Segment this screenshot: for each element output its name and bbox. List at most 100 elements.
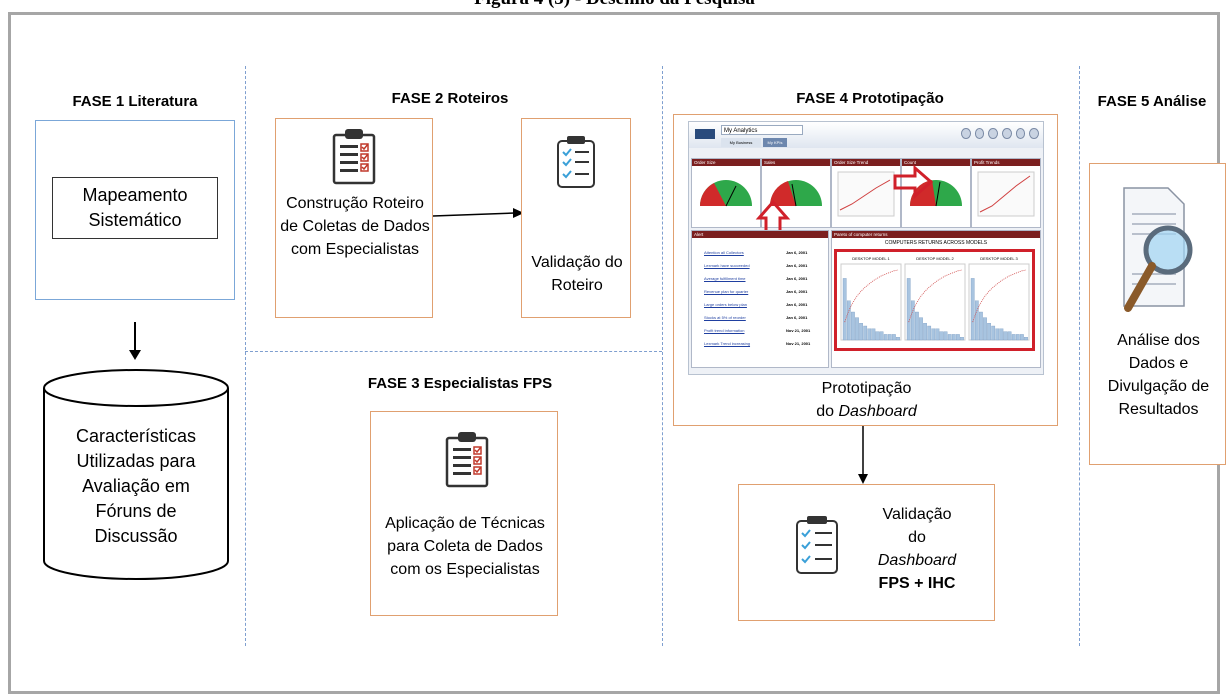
prototipacao-label-2: do Dashboard bbox=[674, 400, 1059, 423]
toolbar-icon[interactable] bbox=[1002, 128, 1012, 139]
pareto-bar bbox=[939, 331, 944, 341]
analise-box: Análise dos Dados e Divulgação de Result… bbox=[1089, 163, 1226, 465]
pareto-bar bbox=[951, 334, 956, 341]
pareto-bar bbox=[1020, 334, 1024, 341]
panel-title: Count bbox=[902, 159, 970, 166]
divider-2 bbox=[662, 66, 663, 646]
alert-title: Alert bbox=[692, 231, 828, 238]
logo-icon bbox=[695, 129, 715, 139]
alert-subject[interactable]: Stocks at 5% of reorder bbox=[704, 315, 746, 320]
alert-subject[interactable]: Large orders below plan bbox=[704, 302, 747, 307]
model-label: DESKTOP MODEL 3 bbox=[980, 256, 1018, 261]
prototipacao-label-2b: Dashboard bbox=[838, 403, 917, 420]
validacao-dashboard-l4: FPS + IHC bbox=[878, 575, 956, 592]
analise-label: Análise dos Dados e Divulgação de Result… bbox=[1107, 332, 1210, 418]
pareto-bar bbox=[875, 331, 880, 341]
phase1-title: FASE 1 Literatura bbox=[72, 93, 198, 110]
pareto-bar bbox=[887, 334, 892, 341]
pareto-bar bbox=[842, 278, 847, 341]
phase2-title: FASE 2 Roteiros bbox=[391, 90, 509, 107]
pareto-bar bbox=[923, 323, 927, 341]
divider-1 bbox=[245, 66, 246, 646]
clipboard-checklist-icon bbox=[445, 432, 489, 488]
toolbar-icon[interactable] bbox=[1029, 128, 1040, 139]
alert-row[interactable]: Stocks at 5% of reorder Jan 6, 2001 bbox=[694, 315, 826, 328]
pareto-bar bbox=[999, 328, 1004, 341]
model-plot-area bbox=[840, 263, 902, 341]
alert-date: Jan 6, 2001 bbox=[786, 276, 808, 281]
phase4-title: FASE 4 Prototipação bbox=[796, 90, 944, 107]
pareto-bar bbox=[896, 337, 900, 341]
toolbar-icon[interactable] bbox=[988, 128, 999, 139]
model-plot-area bbox=[968, 263, 1030, 341]
trend-chart-icon bbox=[837, 171, 895, 217]
alert-subject[interactable]: Lexmark Trend increasing bbox=[704, 341, 751, 346]
pareto-bar bbox=[910, 300, 915, 341]
alert-date: Jan 6, 2001 bbox=[786, 263, 808, 268]
caracteristicas-label: Características Utilizadas para Avaliaçã… bbox=[75, 426, 197, 546]
dashboard-screenshot: My Analytics My Business My KPIs Order S… bbox=[688, 121, 1044, 375]
alert-row[interactable]: Large orders below plan Jan 6, 2001 bbox=[694, 302, 826, 315]
alert-subject[interactable]: Lexmark have succeeded bbox=[704, 263, 750, 268]
alert-row[interactable]: Revenue plan for quarter Jan 6, 2001 bbox=[694, 289, 826, 302]
toolbar-icon[interactable] bbox=[1015, 128, 1026, 139]
panel-sales: Sales bbox=[761, 158, 831, 228]
pareto-bar bbox=[943, 331, 948, 341]
alert-date: Jan 6, 2001 bbox=[786, 315, 808, 320]
trend-chart-icon bbox=[977, 171, 1035, 217]
checklist-icon bbox=[796, 516, 838, 574]
alert-date: Jan 6, 2001 bbox=[786, 302, 808, 307]
aplicacao-label: Aplicação de Técnicas para Coleta de Dad… bbox=[385, 515, 545, 578]
pareto-cumulative-line bbox=[844, 269, 899, 323]
alert-row[interactable]: Lexmark have succeeded Jan 6, 2001 bbox=[694, 263, 826, 276]
pareto-bar bbox=[1015, 334, 1020, 341]
app-title: My Analytics bbox=[721, 125, 803, 135]
pareto-bar bbox=[931, 328, 936, 341]
validacao-dashboard-box: Validação do Dashboard FPS + IHC bbox=[738, 484, 995, 621]
alert-subject[interactable]: Profit trend information bbox=[704, 328, 745, 333]
prototipacao-label-1: Prototipação bbox=[821, 380, 912, 397]
panel-order-size-trend: Order Size Trend bbox=[831, 158, 901, 228]
toolbar-icon[interactable] bbox=[974, 128, 985, 139]
pareto-bar bbox=[935, 328, 940, 341]
alert-subject[interactable]: Attention all Collectors bbox=[704, 250, 744, 255]
pareto-chart-title: COMPUTERS RETURNS ACROSS MODELS bbox=[884, 240, 988, 246]
gauge-icon bbox=[769, 180, 822, 207]
toolbar-icons bbox=[961, 128, 1040, 140]
phase5-title: FASE 5 Análise bbox=[1097, 93, 1207, 110]
alert-date: Jan 6, 2001 bbox=[786, 289, 808, 294]
tab-my-business[interactable]: My Business bbox=[721, 138, 761, 147]
tab-my-kpis[interactable]: My KPIs bbox=[763, 138, 787, 147]
validacao-dashboard-l3: Dashboard bbox=[877, 552, 957, 569]
pareto-bar bbox=[1007, 331, 1012, 341]
alert-date: Nov 21, 2001 bbox=[786, 341, 811, 346]
pareto-bar bbox=[883, 334, 888, 341]
pareto-bar bbox=[991, 325, 996, 341]
pareto-bar bbox=[979, 311, 983, 341]
alert-subject[interactable]: Revenue plan for quarter bbox=[704, 289, 749, 294]
panel-profit-trends: Profit Trends bbox=[971, 158, 1041, 228]
pareto-cumulative-line bbox=[908, 269, 963, 323]
toolbar-icon[interactable] bbox=[961, 128, 971, 139]
alert-subject[interactable]: Average fulfillment time bbox=[704, 276, 746, 281]
database-cylinder-icon bbox=[43, 369, 229, 580]
panel-title: Sales bbox=[762, 159, 830, 166]
pareto-bar bbox=[863, 325, 868, 341]
pareto-bar bbox=[919, 317, 923, 341]
model-label: DESKTOP MODEL 2 bbox=[916, 256, 954, 261]
alert-row[interactable]: Lexmark Trend increasing Nov 21, 2001 bbox=[694, 341, 826, 354]
pareto-bar bbox=[974, 300, 979, 341]
arrow-down-icon bbox=[129, 322, 141, 360]
alert-row[interactable]: Average fulfillment time Jan 6, 2001 bbox=[694, 276, 826, 289]
panel-title: Order Size Trend bbox=[832, 159, 900, 166]
construcao-box: Construção Roteiro de Coletas de Dados c… bbox=[275, 118, 433, 318]
gauge-icon bbox=[909, 180, 962, 207]
pareto-panel-title: Pareto of computer returns bbox=[832, 231, 1040, 238]
pareto-bar bbox=[995, 328, 1000, 341]
